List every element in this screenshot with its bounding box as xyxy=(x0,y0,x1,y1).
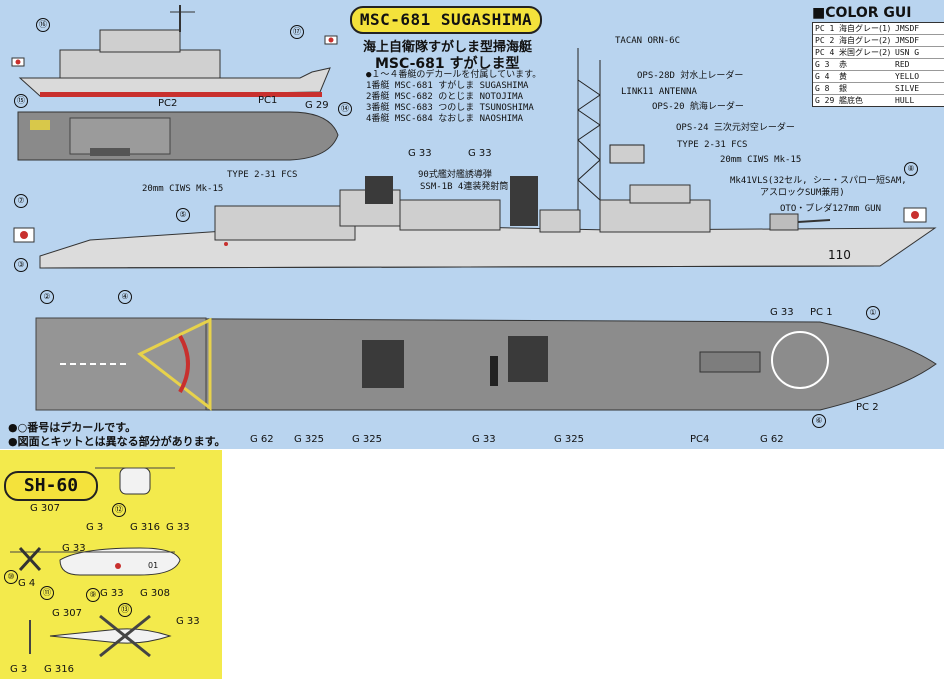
label-mk41b: アスロックSUM兼用) xyxy=(760,188,845,198)
decal-note: ●１～４番艇のデカールを付属しています。 xyxy=(366,70,542,80)
label-pc1-hull: PC 1 xyxy=(810,307,833,318)
label-type231-aft: TYPE 2-31 FCS xyxy=(227,170,298,180)
hull-number: 110 xyxy=(828,248,851,262)
decal-6: ⑥ xyxy=(812,414,826,428)
note-line: ●図面とキットとは異なる部分があります。 xyxy=(8,435,226,448)
label-g3-b: G 3 xyxy=(10,664,28,675)
label-ops20: OPS-20 航海レーダー xyxy=(652,102,744,112)
class-subtitle-jp: 海上自衛隊すがしま型掃海艇 xyxy=(363,40,533,55)
notes: ●○番号はデカールです。 ●図面とキットとは異なる部分があります。 xyxy=(8,421,226,449)
decal-1: ① xyxy=(866,306,880,320)
list-item: 2番艇 MSC-682 のとじま NOTOJIMA xyxy=(366,92,523,102)
label-g316-b: G 316 xyxy=(44,664,75,675)
decal-14: ⑭ xyxy=(338,102,352,116)
label-ssm2: SSM-1B 4連装発射筒 xyxy=(420,182,509,192)
heli-fuselage-number: 01 xyxy=(148,561,159,570)
label-ops28d: OPS-28D 対水上レーダー xyxy=(637,71,744,81)
label-g62-left: G 62 xyxy=(250,434,274,445)
heli-front-view xyxy=(95,467,175,495)
decal-9: ⑨ xyxy=(86,588,100,602)
ship-list: ●１～４番艇のデカールを付属しています。 1番艇 MSC-681 すがしま SU… xyxy=(366,70,541,125)
label-g29: G 29 xyxy=(305,100,329,111)
label-g316-a: G 316 xyxy=(130,522,161,533)
decal-2: ② xyxy=(40,290,54,304)
decal-17: ⑰ xyxy=(290,25,304,39)
destroyer-side-view xyxy=(13,176,937,269)
label-tacan: TACAN ORN-6C xyxy=(615,36,681,46)
msc-side-view xyxy=(11,5,338,97)
decal-4: ④ xyxy=(118,290,132,304)
label-g3-a: G 3 xyxy=(86,522,104,533)
decal-10: ⑩ xyxy=(4,570,18,584)
label-g33-c: G 33 xyxy=(100,588,124,599)
decal-13: ⑬ xyxy=(118,603,132,617)
decal-15: ⑮ xyxy=(14,94,28,108)
label-g33-funnel-a: G 33 xyxy=(408,148,432,159)
label-g33-funnel-b: G 33 xyxy=(468,148,492,159)
label-g62-right: G 62 xyxy=(760,434,784,445)
label-g33-hull: G 33 xyxy=(770,307,794,318)
decal-7: ⑦ xyxy=(14,194,28,208)
label-oto: OTO・ブレダ127mm GUN xyxy=(780,204,882,214)
destroyer-top-view xyxy=(35,317,937,412)
list-item: 4番艇 MSC-684 なおしま NAOSHIMA xyxy=(366,114,523,124)
sheet-title: MSC-681 SUGASHIMA xyxy=(350,6,542,34)
class-subtitle: MSC-681 すがしま型 xyxy=(375,56,520,72)
label-g307-b: G 307 xyxy=(52,608,83,619)
decal-8: ⑧ xyxy=(904,162,918,176)
label-link11: LINK11 ANTENNA xyxy=(621,87,697,97)
label-pc2-bow: PC 2 xyxy=(856,402,879,413)
decal-3: ③ xyxy=(14,258,28,272)
label-pc4: PC4 xyxy=(690,434,710,445)
heli-title: SH-60 xyxy=(4,471,98,501)
label-g325-c: G 325 xyxy=(554,434,585,445)
label-g307-a: G 307 xyxy=(30,503,61,514)
label-ops24: OPS-24 三次元対空レーダー xyxy=(676,123,795,133)
label-pc2: PC2 xyxy=(158,98,178,109)
decal-11: ⑪ xyxy=(40,586,54,600)
note-line: ●○番号はデカールです。 xyxy=(8,421,137,434)
label-g325-b: G 325 xyxy=(352,434,383,445)
label-g308: G 308 xyxy=(140,588,171,599)
label-g33-d: G 33 xyxy=(176,616,200,627)
decal-16: ⑯ xyxy=(36,18,50,32)
label-pc1: PC1 xyxy=(258,95,278,106)
list-item: 1番艇 MSC-681 すがしま SUGASHIMA xyxy=(366,81,529,91)
label-ciws-aft: 20mm CIWS Mk-15 xyxy=(142,184,224,194)
label-mk41: Mk41VLS(32セル, シー・スパロー短SAM, xyxy=(730,176,907,186)
label-g4: G 4 xyxy=(18,578,36,589)
mast xyxy=(577,48,645,240)
label-g33-deck: G 33 xyxy=(472,434,496,445)
label-g33-b: G 33 xyxy=(62,543,86,554)
list-item: 3番艇 MSC-683 つのしま TSUNOSHIMA xyxy=(366,103,534,113)
decal-12: ⑫ xyxy=(112,503,126,517)
label-ciws-fwd: 20mm CIWS Mk-15 xyxy=(720,155,802,165)
msc-top-view xyxy=(17,111,339,161)
label-g33-a: G 33 xyxy=(166,522,190,533)
heli-side-view xyxy=(10,546,181,576)
label-ssm1: 90式艦対艦誘導弾 xyxy=(418,170,492,180)
label-g325-a: G 325 xyxy=(294,434,325,445)
label-type231-fwd: TYPE 2-31 FCS xyxy=(677,140,748,150)
decal-5: ⑤ xyxy=(176,208,190,222)
heli-top-view xyxy=(29,614,172,658)
color-guide-header: ■COLOR GUI xyxy=(812,5,912,21)
